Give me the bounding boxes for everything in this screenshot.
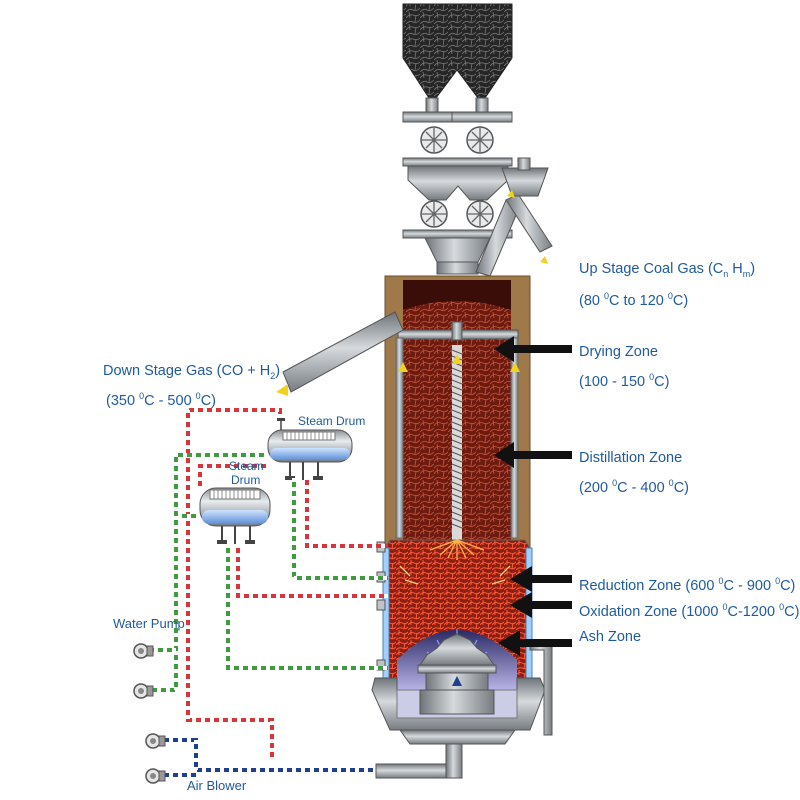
down-stage-gas-label: Down Stage Gas (CO + H2) <box>103 363 281 381</box>
feed-water-pipes <box>148 453 388 692</box>
air-inlet-pipe <box>375 743 463 779</box>
steam-drum-upper-icon <box>267 418 353 480</box>
ash-zone-arrow-icon <box>498 630 572 656</box>
oxidation-zone-label: Oxidation Zone (1000 0C-1200 0C) <box>579 602 800 620</box>
down-stage-gas-pipe <box>276 311 404 396</box>
steam-drum-lower-icon <box>199 487 271 544</box>
air-blower-icon <box>145 733 166 784</box>
water-pump-label: Water Pump <box>113 616 185 631</box>
up-stage-gas-label: Up Stage Coal Gas (Cn Hm) <box>579 261 756 279</box>
drying-zone-arrow-icon <box>494 336 572 362</box>
air-blower-label: Air Blower <box>187 778 247 793</box>
up-stage-gas-pipe <box>475 157 553 277</box>
reduction-zone-label: Reduction Zone (600 0C - 900 0C) <box>579 576 796 594</box>
coal-feed-hopper <box>402 3 513 275</box>
gas-flow-arrow-icon <box>540 256 548 264</box>
steam-drum-lower-label-1: Steam <box>229 459 264 473</box>
down-stage-gas-temp: (350 0C - 500 0C) <box>106 391 216 409</box>
drying-zone-temp: (100 - 150 0C) <box>579 372 670 390</box>
hot-water-pipes <box>186 408 388 760</box>
distillation-zone-label: Distillation Zone <box>579 450 683 466</box>
zone-arrows <box>494 336 572 656</box>
reduction-zone-arrow-icon <box>510 566 572 592</box>
water-pump-icon <box>133 643 154 699</box>
distillation-zone-temp: (200 0C - 400 0C) <box>579 478 689 496</box>
gas-flow-arrow-icon <box>507 190 515 198</box>
steam-drum-upper-label: Steam Drum <box>298 414 366 428</box>
drying-zone-label: Drying Zone <box>579 344 658 360</box>
distillation-zone-arrow-icon <box>494 442 572 468</box>
gasifier-vessel <box>371 275 553 745</box>
up-stage-gas-temp: (80 0C to 120 0C) <box>579 291 689 309</box>
ash-zone-label: Ash Zone <box>579 629 642 645</box>
gas-flow-arrow-icon <box>276 384 288 396</box>
oxidation-zone-arrow-icon <box>510 592 572 618</box>
steam-drum-lower-label-2: Drum <box>231 473 261 487</box>
air-pipes <box>160 738 380 777</box>
